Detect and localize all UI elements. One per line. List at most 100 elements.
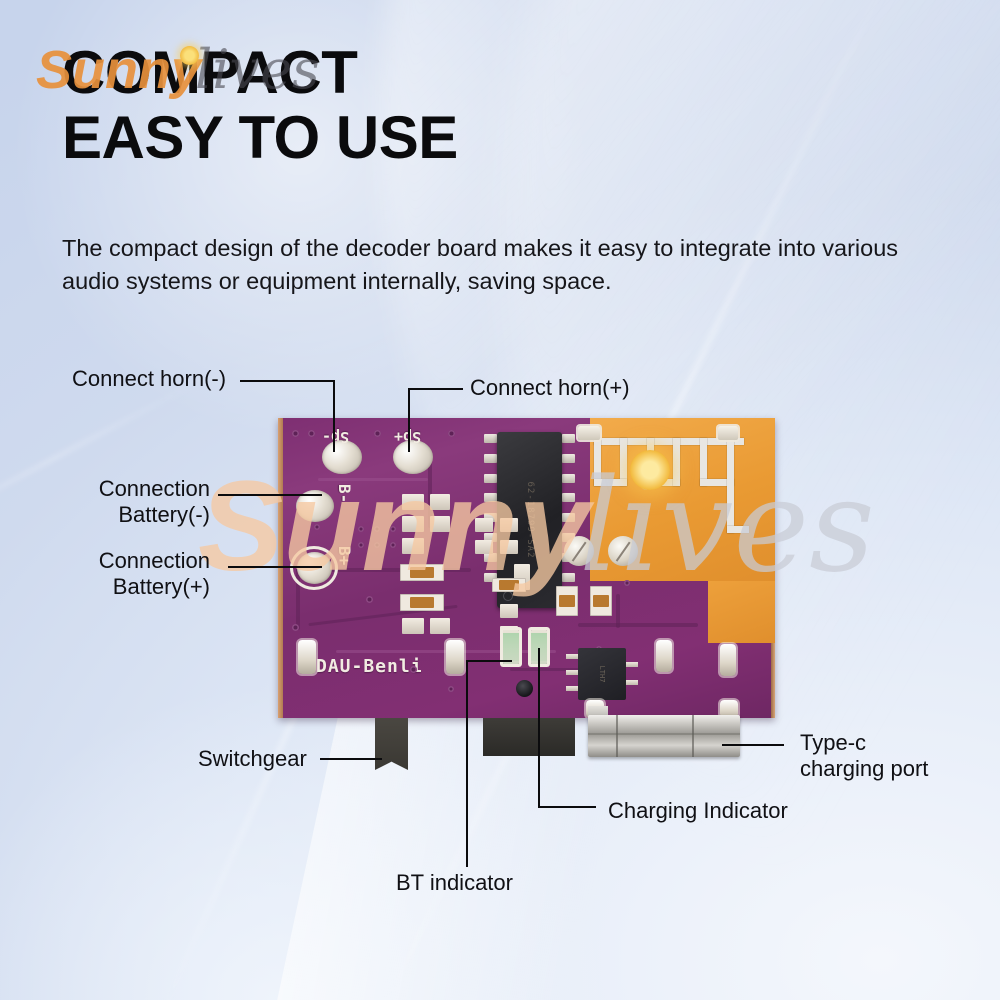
headline-line-2: EASY TO USE (62, 103, 458, 171)
leader-line-switchgear (320, 758, 382, 760)
power-switch[interactable] (375, 718, 408, 770)
pcb-trace (318, 478, 428, 481)
via (374, 542, 380, 548)
leader-line-connect-horn-negative (240, 380, 335, 382)
smd-component (500, 540, 518, 554)
leader-line-connection-battery-negative (218, 494, 322, 496)
via (410, 666, 417, 673)
ic-pin1-notch (503, 591, 513, 601)
sun-icon (180, 46, 199, 65)
annotation-bt-indicator: BT indicator (396, 870, 513, 895)
antenna-copper-tail (708, 581, 775, 643)
smd-component (500, 518, 518, 532)
leader-line-charging-indicator (538, 806, 596, 808)
charging-indicator-led (531, 630, 547, 664)
pad-speaker-negative (322, 440, 362, 474)
board-hole (516, 680, 533, 697)
type-c-port[interactable] (588, 715, 740, 757)
smd-component (475, 540, 493, 554)
sun-icon (630, 450, 670, 490)
annotation-connection-battery-positive: Connection Battery(+) (62, 548, 210, 601)
solder-pad (578, 426, 600, 440)
via (390, 526, 396, 532)
mount-pad (720, 644, 736, 676)
annotation-connect-horn-negative: Connect horn(-) (72, 366, 227, 391)
via (366, 596, 373, 603)
annotation-line-1: Connection (98, 476, 210, 501)
via (374, 526, 380, 532)
annotation-type-c-charging-port: Type-c charging port (800, 730, 928, 783)
mount-pad (446, 640, 464, 674)
pcb-trace (578, 623, 698, 627)
regulator-marking: LTH7 (598, 665, 606, 683)
via (292, 624, 299, 631)
pad-battery-positive-ring (290, 546, 338, 590)
mount-pad (298, 640, 316, 674)
leader-line-charging-indicator (538, 648, 540, 808)
resistor (400, 594, 444, 611)
annotation-line-2: Battery(+) (112, 574, 210, 600)
via (308, 430, 315, 437)
annotation-connect-horn-positive: Connect horn(+) (470, 375, 630, 400)
smd-component (430, 618, 450, 634)
via (448, 686, 454, 692)
pcb-trace (428, 458, 432, 528)
leader-line-connect-horn-positive (408, 388, 410, 452)
page-title: COMPACT EASY TO USE (62, 43, 458, 171)
resistor (492, 578, 526, 592)
ic-pins-left (484, 434, 497, 584)
smd-component (475, 518, 493, 532)
test-pad-screw (564, 536, 594, 566)
via (448, 430, 455, 437)
via (358, 542, 364, 548)
test-pad-screw (608, 536, 638, 566)
leader-line-connection-battery-positive (228, 566, 322, 568)
smd-component (430, 494, 450, 510)
annotation-connection-battery-negative: Connection Battery(-) (62, 476, 210, 529)
smd-component (402, 494, 424, 510)
leader-line-bt-indicator (466, 660, 468, 867)
silkscreen-board-name: DAU-Benli (316, 656, 423, 677)
resistor (556, 586, 578, 616)
leader-line-connect-horn-positive (408, 388, 463, 390)
pcb-trace (616, 594, 620, 628)
resistor (400, 564, 444, 581)
via (292, 430, 299, 437)
annotation-line-1: Connection (98, 548, 210, 573)
via (374, 430, 381, 437)
annotation-line-1: Type-c (800, 730, 867, 755)
smd-component (402, 538, 424, 554)
charging-regulator-ic: LTH7 (578, 648, 626, 700)
annotation-line-2: charging port (800, 756, 929, 782)
via (358, 526, 364, 532)
pcb-trace (510, 668, 600, 671)
via (624, 580, 630, 586)
pcb-trace (296, 568, 300, 630)
silkscreen-b-negative: B- (335, 484, 354, 504)
leader-line-connect-horn-negative (333, 380, 335, 452)
smd-component (402, 516, 424, 532)
bottom-black-component (483, 718, 575, 756)
smd-component (402, 618, 424, 634)
bt-indicator-led (503, 630, 519, 664)
leader-line-bt-indicator (466, 660, 512, 662)
resistor (590, 586, 612, 616)
silkscreen-sp-negative: Sp- (322, 428, 350, 446)
via (390, 542, 396, 548)
leader-line-type-c-port (722, 744, 784, 746)
mount-pad (720, 700, 738, 718)
annotation-line-2: Battery(-) (118, 502, 210, 528)
headline-line-1: COMPACT (62, 39, 358, 106)
pcb-board: 62-18799-SA2 Sp- Sp+ B- B+ DAU-Benli (278, 418, 775, 718)
solder-pad (718, 426, 738, 440)
pad-speaker-positive (393, 440, 433, 474)
smd-component (430, 516, 450, 532)
annotation-switchgear: Switchgear (198, 746, 307, 771)
smd-component (500, 604, 518, 618)
via (314, 524, 320, 530)
pcb-trace (296, 568, 471, 572)
pad-battery-positive (297, 552, 332, 584)
mount-pad (656, 640, 672, 672)
